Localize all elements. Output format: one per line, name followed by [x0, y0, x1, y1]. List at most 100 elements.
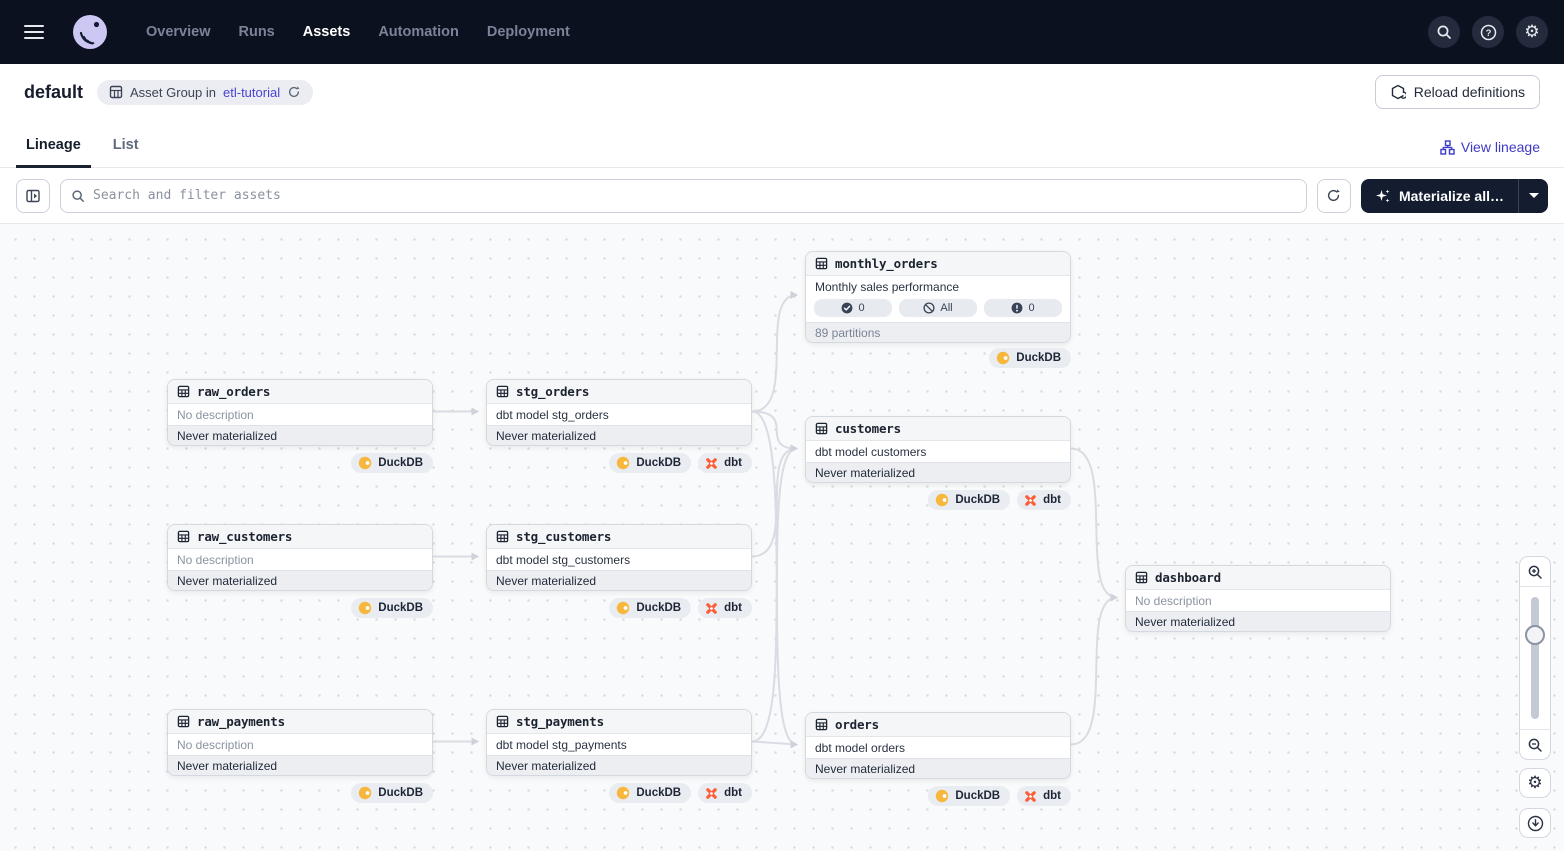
dbt-badge[interactable]: dbt: [1017, 490, 1071, 510]
zoom-slider-handle[interactable]: [1525, 625, 1545, 645]
dbt-badge[interactable]: dbt: [1017, 786, 1071, 806]
zoom-in-button[interactable]: [1520, 557, 1550, 587]
tabs-bar: Lineage List View lineage: [0, 120, 1564, 168]
download-view-button[interactable]: [1519, 808, 1551, 838]
duckdb-logo-icon: [935, 493, 949, 507]
refresh-button[interactable]: [1316, 178, 1351, 213]
asset-node-header: raw_payments: [168, 710, 432, 734]
duckdb-badge[interactable]: DuckDB: [609, 453, 692, 473]
table-icon: [1135, 571, 1148, 584]
nav-actions: ? ⚙: [1428, 16, 1548, 48]
zoom-slider[interactable]: [1520, 587, 1550, 729]
asset-name: raw_orders: [197, 384, 271, 399]
partition-status-pill: All: [899, 299, 977, 317]
kind-badge-label: DuckDB: [636, 787, 682, 799]
sidebar-toggle-button[interactable]: [16, 178, 50, 213]
asset-description: No description: [177, 552, 254, 567]
asset-name: stg_customers: [516, 529, 612, 544]
nav-item-deployment[interactable]: Deployment: [486, 24, 570, 40]
sparkle-icon: [1375, 189, 1390, 202]
asset-status: Never materialized: [168, 570, 432, 590]
duckdb-logo-icon: [358, 456, 372, 470]
reload-location-icon[interactable]: [287, 85, 301, 99]
asset-status: Never materialized: [806, 462, 1070, 482]
dagster-logo-icon[interactable]: [60, 13, 120, 51]
dbt-logo-icon: [1024, 494, 1037, 507]
lineage-edge-customers-to-dashboard: [1070, 447, 1118, 602]
reload-definitions-label: Reload definitions: [1413, 84, 1525, 100]
duckdb-badge[interactable]: DuckDB: [928, 490, 1011, 510]
nav-item-runs[interactable]: Runs: [238, 24, 275, 40]
zoom-out-button[interactable]: [1520, 729, 1550, 759]
materialize-dropdown-button[interactable]: [1518, 178, 1548, 213]
duckdb-badge[interactable]: DuckDB: [989, 348, 1071, 368]
asset-description: dbt model stg_orders: [496, 407, 609, 422]
lineage-edge-stg_orders-to-monthly_orders: [751, 291, 798, 413]
duckdb-logo-icon: [358, 786, 372, 800]
gear-icon: ⚙: [1527, 772, 1543, 793]
lineage-edge-stg_payments-to-orders: [751, 740, 798, 749]
chevron-down-icon: [1528, 193, 1539, 198]
asset-name: raw_payments: [197, 714, 285, 729]
duckdb-badge[interactable]: DuckDB: [609, 598, 692, 618]
duckdb-badge[interactable]: DuckDB: [351, 453, 433, 473]
duckdb-logo-icon: [996, 351, 1010, 365]
download-icon: [1527, 815, 1543, 831]
asset-kind-badges: DuckDB: [805, 348, 1071, 368]
nav-item-automation[interactable]: Automation: [378, 24, 459, 40]
materialize-all-button[interactable]: Materialize all…: [1360, 178, 1518, 213]
search-input[interactable]: [93, 188, 1296, 203]
nav-item-overview[interactable]: Overview: [146, 24, 211, 40]
asset-kind-badges: DuckDB dbt: [486, 453, 752, 473]
reload-definitions-button[interactable]: Reload definitions: [1374, 75, 1540, 109]
help-icon[interactable]: ?: [1472, 16, 1504, 48]
asset-status: Never materialized: [487, 755, 751, 775]
kind-badge-label: DuckDB: [636, 457, 682, 469]
asset-node-header: stg_customers: [487, 525, 751, 549]
settings-gear-icon[interactable]: ⚙: [1516, 16, 1548, 48]
duckdb-badge[interactable]: DuckDB: [351, 598, 433, 618]
graph-settings-button[interactable]: ⚙: [1519, 768, 1551, 798]
search-icon: [72, 189, 84, 202]
dbt-badge[interactable]: dbt: [698, 453, 752, 473]
nav-item-assets[interactable]: Assets: [302, 24, 351, 40]
code-location-link[interactable]: etl-tutorial: [223, 84, 281, 100]
dbt-badge[interactable]: dbt: [698, 598, 752, 618]
tab-list[interactable]: List: [112, 137, 139, 153]
table-icon: [496, 530, 509, 543]
tab-lineage[interactable]: Lineage: [16, 137, 91, 168]
menu-icon[interactable]: [16, 14, 52, 50]
lineage-edge-orders-to-dashboard: [1070, 593, 1118, 746]
table-icon: [496, 385, 509, 398]
duckdb-badge[interactable]: DuckDB: [928, 786, 1011, 806]
search-icon[interactable]: [1428, 16, 1460, 48]
table-icon: [496, 715, 509, 728]
partition-status-label: 0: [858, 302, 865, 314]
lineage-toolbar: Materialize all…: [0, 168, 1564, 224]
asset-status: Never materialized: [487, 425, 751, 445]
duckdb-badge[interactable]: DuckDB: [351, 783, 433, 803]
asset-description: dbt model customers: [815, 444, 927, 459]
duckdb-badge[interactable]: DuckDB: [609, 783, 692, 803]
zoom-slider-track[interactable]: [1531, 597, 1539, 719]
dbt-logo-icon: [1024, 790, 1037, 803]
dbt-badge[interactable]: dbt: [698, 783, 752, 803]
asset-kind-badges: DuckDB dbt: [805, 786, 1071, 806]
asset-description: No description: [1135, 593, 1212, 608]
asset-status: Never materialized: [487, 570, 751, 590]
duckdb-logo-icon: [935, 789, 949, 803]
view-lineage-link[interactable]: View lineage: [1440, 139, 1540, 167]
asset-node-header: stg_payments: [487, 710, 751, 734]
dbt-logo-icon: [705, 457, 718, 470]
